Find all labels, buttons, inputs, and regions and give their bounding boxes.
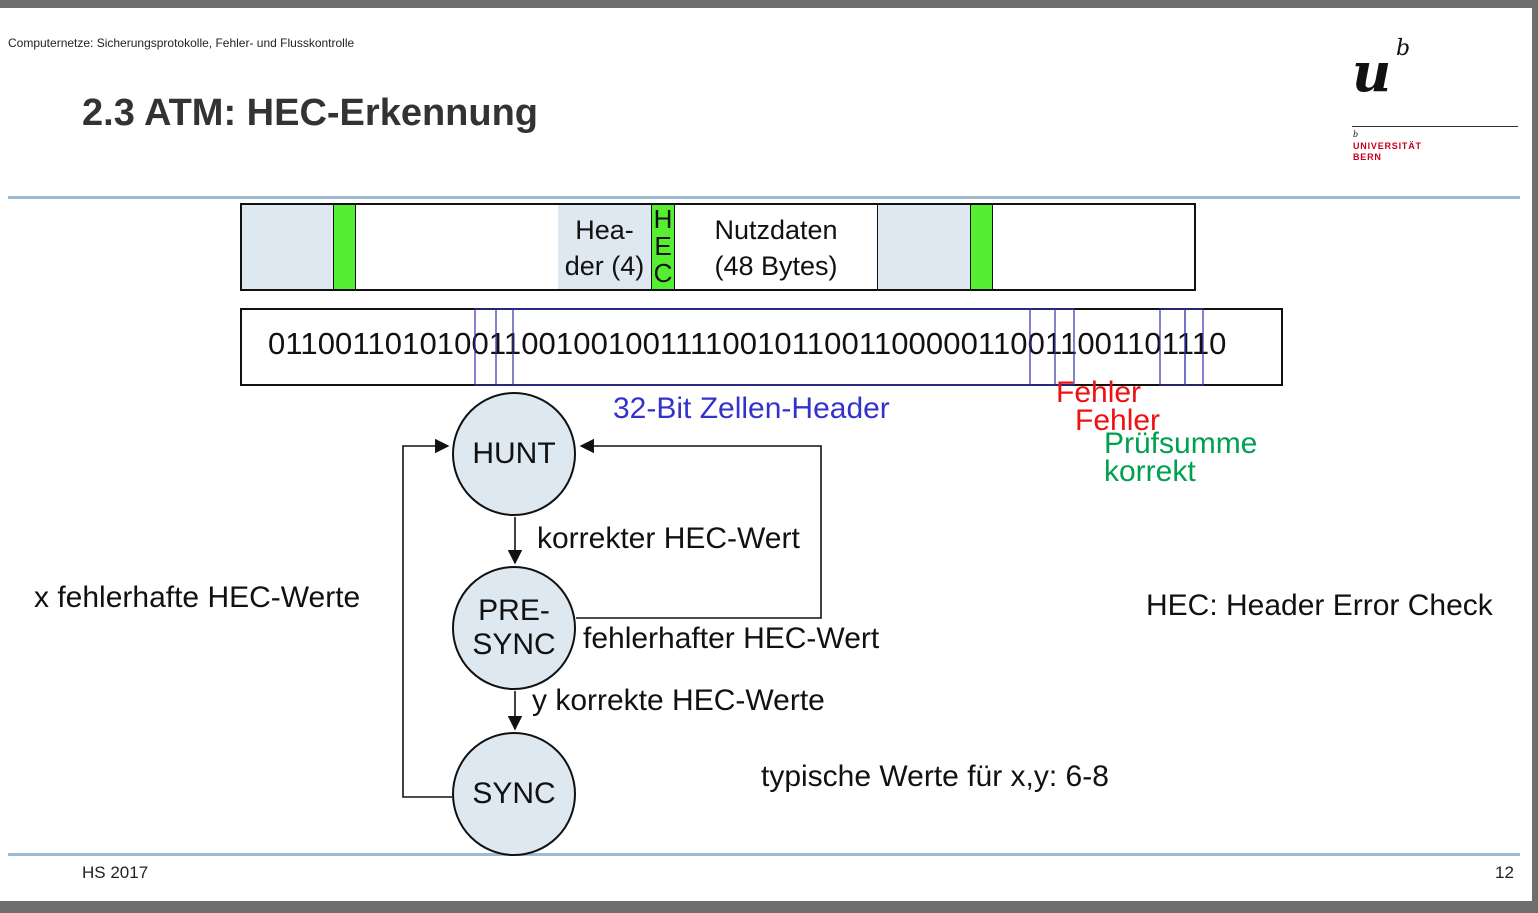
- logo-university-name: UNIVERSITÄT BERN: [1353, 141, 1422, 163]
- cell-header-block: [877, 205, 970, 289]
- state-presync-label: PRE- SYNC: [472, 594, 555, 662]
- transition-label-sync-hunt: x fehlerhafte HEC-Werte: [34, 581, 361, 614]
- page-number: 12: [1495, 863, 1514, 882]
- slide: Computernetze: Sicherungsprotokolle, Feh…: [0, 8, 1532, 901]
- logo-u-glyph: u: [1352, 40, 1392, 104]
- header-label-line1: Hea-: [575, 215, 634, 245]
- payload-label: Nutzdaten (48 Bytes): [675, 212, 877, 284]
- hec-block: [970, 205, 993, 289]
- state-presync: PRE- SYNC: [452, 566, 576, 690]
- state-sync: SYNC: [452, 732, 576, 856]
- slide-title: 2.3 ATM: HEC-Erkennung: [82, 92, 539, 134]
- transition-label-presync-hunt: fehlerhafter HEC-Wert: [583, 622, 880, 655]
- hec-label: H E C: [651, 206, 675, 287]
- state-sync-label: SYNC: [472, 777, 556, 810]
- hec-definition: HEC: Header Error Check: [1146, 589, 1493, 622]
- logo-small-b: b: [1353, 130, 1359, 139]
- header-label-line2: der (4): [564, 251, 645, 281]
- header-window-label: 32-Bit Zellen-Header: [613, 392, 890, 425]
- state-presync-line2: SYNC: [472, 628, 556, 661]
- bitstream: 0110011010100110010010011110010110011000…: [268, 326, 1227, 361]
- header-label: Hea- der (4): [558, 212, 651, 284]
- cell-header-block: [242, 205, 333, 289]
- logo-line1: UNIVERSITÄT: [1353, 141, 1422, 151]
- header-window: [495, 308, 1056, 386]
- arrow-presync-to-hunt: [576, 438, 822, 619]
- hec-block: [651, 205, 675, 289]
- cell-header-block: [558, 205, 651, 289]
- checksum-ok-line2: korrekt: [1104, 455, 1196, 488]
- footer-rule: [8, 853, 1520, 856]
- checksum-ok-line1: Prüfsumme: [1104, 427, 1258, 460]
- footer-semester: HS 2017: [82, 863, 149, 882]
- logo-line2: BERN: [1353, 152, 1382, 162]
- state-hunt: HUNT: [452, 392, 576, 516]
- header-window: [512, 308, 1075, 386]
- payload-label-line2: (48 Bytes): [714, 251, 838, 281]
- logo-b-glyph: b: [1396, 36, 1411, 61]
- hec-letter-h: H: [653, 204, 673, 234]
- error-label-1: Fehler: [1056, 376, 1142, 409]
- hec-block: [333, 205, 356, 289]
- state-presync-line1: PRE-: [478, 594, 550, 627]
- transition-label-hunt-presync: korrekter HEC-Wert: [537, 522, 800, 555]
- course-title: Computernetze: Sicherungsprotokolle, Feh…: [8, 36, 355, 50]
- cell-stream-frame: [240, 203, 1196, 291]
- header-window: [1159, 308, 1186, 386]
- hec-letter-e: E: [654, 231, 672, 261]
- header-rule: [8, 196, 1520, 199]
- logo-divider: [1352, 126, 1518, 127]
- state-hunt-label: HUNT: [472, 437, 556, 470]
- typical-values-note: typische Werte für x,y: 6-8: [761, 760, 1109, 793]
- hec-letter-c: C: [653, 258, 673, 288]
- error-label-2: Fehler: [1075, 404, 1161, 437]
- checksum-ok-label: Prüfsumme korrekt: [1104, 427, 1258, 488]
- transition-label-presync-sync: y korrekte HEC-Werte: [532, 684, 825, 717]
- header-window: [474, 308, 1031, 386]
- diagram-overlay: [402, 308, 1204, 798]
- payload-label-line1: Nutzdaten: [714, 215, 838, 245]
- arrow-sync-to-hunt: [402, 438, 452, 798]
- header-window: [1184, 308, 1204, 386]
